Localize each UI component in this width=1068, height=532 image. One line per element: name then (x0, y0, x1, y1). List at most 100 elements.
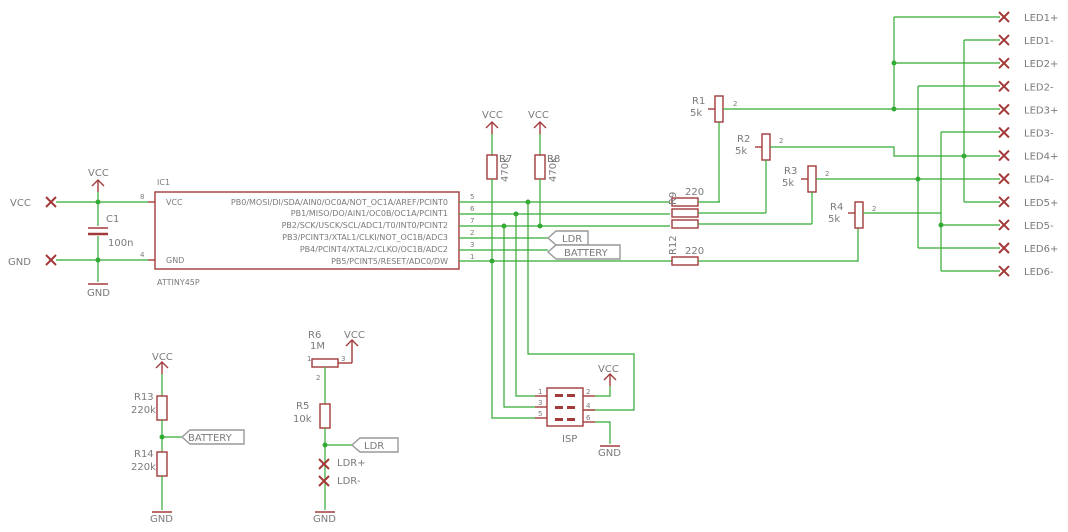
led-connector-x (998, 172, 1010, 185)
r14-value: 220k (131, 462, 156, 473)
ldr-minus-label: LDR- (337, 476, 361, 487)
led-connector-label: LED1+ (1024, 13, 1058, 24)
trimmer-potentiometers: R1 5k R2 5k R3 5k R4 5k 2 2 2 2 (690, 95, 1000, 229)
ldr-circuit: R6 1M 1 3 2 VCC R5 10k LDR LDR+ LDR- GND (293, 330, 399, 525)
isp-vcc-label: VCC (598, 364, 619, 375)
r8-resistor (534, 154, 546, 180)
led-connector-x (998, 11, 1010, 23)
ic1-pin8-number: 8 (140, 193, 144, 201)
r4-value: 5k (828, 214, 840, 225)
svg-text:4: 4 (586, 402, 591, 410)
power-input-section: VCC GND VCC C1 100n GND (8, 168, 148, 299)
ic1-pin-label: PB2/SCK/USCK/SCL/ADC1/T0/INT0/PCINT2 (282, 221, 448, 230)
gnd-connector-label: GND (8, 257, 31, 268)
ic1-pin-number: 1 (470, 253, 474, 261)
ic1-pin-number: 2 (470, 229, 474, 237)
vcc-connector-label: VCC (10, 198, 31, 209)
battery-divider-text: BATTERY (188, 433, 233, 444)
isp-name: ISP (562, 434, 577, 445)
svg-text:1: 1 (307, 355, 311, 363)
r5-resistor (319, 403, 331, 429)
r7-vcc-label: VCC (482, 110, 503, 121)
ldr-circuit-flag (350, 437, 399, 453)
net-flags-ic: LDR BATTERY (546, 230, 621, 260)
r14-name: R14 (134, 449, 154, 460)
r7-name: R7 (499, 154, 512, 165)
ic1-vcc-pin: VCC (166, 198, 183, 207)
ic1-pin-label: PB4/PCINT4/XTAL2/CLKO/OC1B/ADC2 (300, 245, 448, 254)
ic1-pin-number: 7 (470, 217, 474, 225)
r1-name: R1 (692, 96, 705, 107)
led-connector-x (998, 80, 1010, 93)
r5-name: R5 (296, 401, 309, 412)
led-connector-label: LED3- (1024, 129, 1054, 140)
svg-text:3: 3 (538, 399, 542, 407)
r2-name: R2 (737, 134, 750, 145)
svg-text:2: 2 (872, 205, 876, 213)
led-connector-x (998, 126, 1010, 139)
r6-trimmer (311, 358, 339, 368)
ic1-pin-label: PB3/PCINT3/XTAL1/CLKI/NOT_OC1B/ADC3 (282, 233, 448, 242)
gnd-symbol-c1-label: GND (87, 288, 110, 299)
ic1-gnd-pin: GND (166, 256, 184, 265)
r4-name: R4 (830, 202, 843, 213)
ldr-flag-text: LDR (562, 234, 582, 245)
c1-value: 100n (108, 238, 133, 249)
ic1-name: IC1 (157, 178, 170, 187)
led-connector-x (998, 242, 1010, 254)
divider-vcc-label: VCC (152, 352, 173, 363)
r12-value: 220 (685, 246, 704, 257)
svg-text:2: 2 (586, 388, 590, 396)
led-connector-x (998, 149, 1010, 162)
isp-connector: 1 2 3 4 5 6 ISP VCC GND (535, 364, 621, 459)
r3-name: R3 (784, 166, 797, 177)
led-connector-label: LED4- (1024, 175, 1054, 186)
ldr-circuit-text: LDR (364, 441, 384, 452)
r12-resistor (671, 256, 699, 266)
isp-gnd-label: GND (598, 448, 621, 459)
ic1-output-wires (459, 199, 672, 419)
battery-net-flag (546, 244, 621, 260)
led-connector-bus (891, 16, 1000, 272)
ldr-net-flag (546, 230, 589, 246)
battery-flag-text: BATTERY (564, 248, 609, 259)
r9-name: R9 (668, 192, 679, 205)
svg-text:5: 5 (538, 410, 542, 418)
r8-name: R8 (547, 154, 560, 165)
ic1-type: ATTINY45P (157, 278, 200, 287)
ic1-pin-label: PB5/PCINT5/RESET/ADC0/DW (331, 257, 448, 266)
ic1-pin4-number: 4 (140, 251, 145, 259)
r8-value: 470k (548, 157, 559, 182)
series-resistors: R9 220 R12 220 (668, 187, 859, 266)
led-connector-label: LED4+ (1024, 152, 1058, 163)
r1-value: 5k (690, 108, 702, 119)
led-connector-x (998, 34, 1010, 46)
ic1-pin-label: PB0/MOSI/DI/SDA/AIN0/OC0A/NOT_OC1A/AREF/… (231, 198, 448, 207)
ldr-plus-label: LDR+ (337, 458, 366, 469)
led-connector-x (998, 265, 1010, 277)
battery-divider-flag (180, 429, 245, 445)
ldr-gnd-label: GND (313, 514, 336, 525)
r6-name: R6 (308, 330, 321, 341)
ic1-pin-number: 3 (470, 241, 474, 249)
led-connector-label: LED3+ (1024, 105, 1058, 116)
svg-text:2: 2 (825, 170, 829, 178)
r14-resistor (156, 451, 168, 477)
r6-value: 1M (310, 341, 325, 352)
svg-text:1: 1 (538, 388, 542, 396)
ic1-pin-number: 5 (470, 193, 474, 201)
r13-resistor (156, 395, 168, 421)
vcc-symbol-c1-label: VCC (88, 168, 109, 179)
r2-value: 5k (735, 146, 747, 157)
svg-text:2: 2 (779, 137, 783, 145)
divider-gnd-label: GND (150, 514, 173, 525)
led-connector-label: LED2+ (1024, 59, 1058, 70)
r13-name: R13 (134, 392, 154, 403)
svg-text:3: 3 (341, 355, 345, 363)
c1-name: C1 (106, 214, 119, 225)
led-connector-label: LED6- (1024, 267, 1054, 278)
r6-vcc-label: VCC (344, 330, 365, 341)
led-connector-label: LED1- (1024, 36, 1054, 47)
svg-text:6: 6 (586, 414, 591, 422)
